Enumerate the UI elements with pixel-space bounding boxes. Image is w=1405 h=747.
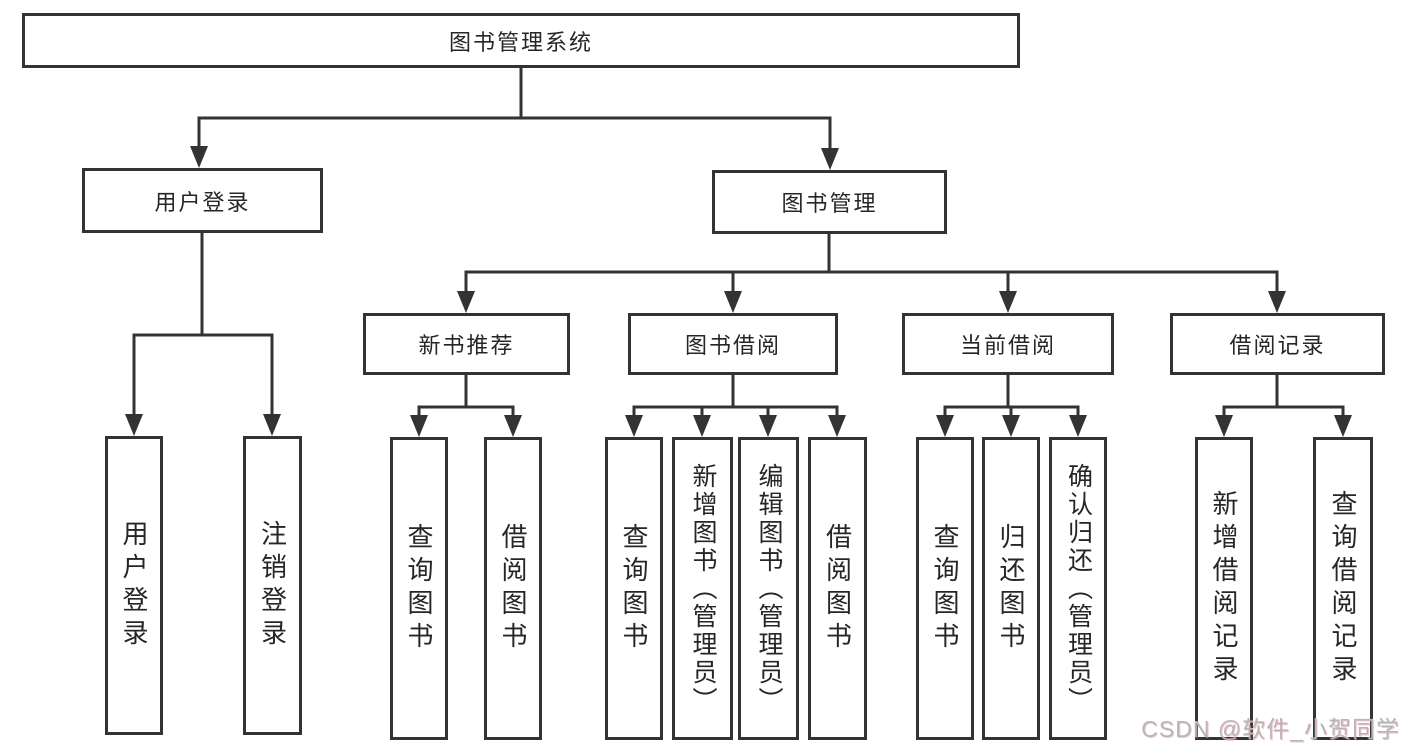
node-root-label: 图书管理系统 bbox=[448, 29, 593, 55]
connector-user-login bbox=[132, 231, 274, 418]
watermark: CSDN @软件_小贺同学 bbox=[1141, 716, 1400, 742]
connector-book-borrow bbox=[632, 373, 839, 419]
leaf-borrow-borrow-books: 借阅图书 bbox=[808, 437, 867, 740]
node-borrow-records: 借阅记录 bbox=[1170, 313, 1385, 375]
arrow-down-icon bbox=[1268, 291, 1286, 313]
leaf-borrow-query-books: 查询图书 bbox=[605, 437, 663, 740]
node-current-borrow-label: 当前借阅 bbox=[959, 333, 1056, 358]
leaf-newbook-query-books: 查询图书 bbox=[390, 437, 448, 740]
leaf-borrow-borrow-books-label: 借阅图书 bbox=[822, 522, 853, 655]
node-current-borrow: 当前借阅 bbox=[902, 313, 1114, 375]
leaf-current-confirm-return-admin-label: 确认归还（管理员） bbox=[1064, 462, 1093, 715]
leaf-records-query-record: 查询借阅记录 bbox=[1313, 437, 1373, 740]
leaf-newbook-borrow-books-label: 借阅图书 bbox=[498, 522, 528, 655]
leaf-current-query-books-label: 查询图书 bbox=[930, 522, 960, 655]
leaf-borrow-add-books-admin: 新增图书（管理员） bbox=[672, 437, 733, 740]
leaf-records-query-record-label: 查询借阅记录 bbox=[1328, 489, 1358, 688]
leaf-current-return-books-label: 归还图书 bbox=[996, 522, 1026, 655]
arrow-down-icon bbox=[190, 146, 208, 168]
leaf-current-query-books: 查询图书 bbox=[916, 437, 974, 740]
connector-root bbox=[197, 66, 832, 152]
arrow-down-icon bbox=[1069, 415, 1087, 437]
leaf-logout-label: 注销登录 bbox=[257, 519, 288, 652]
leaf-user-login: 用户登录 bbox=[105, 436, 163, 735]
leaf-records-add-record: 新增借阅记录 bbox=[1195, 437, 1253, 740]
leaf-current-return-books: 归还图书 bbox=[982, 437, 1040, 740]
node-user-login: 用户登录 bbox=[82, 168, 323, 233]
node-book-borrow: 图书借阅 bbox=[628, 313, 838, 375]
arrow-down-icon bbox=[999, 291, 1017, 313]
arrowhead-icons bbox=[125, 146, 1352, 437]
arrow-down-icon bbox=[936, 415, 954, 437]
node-borrow-records-label: 借阅记录 bbox=[1229, 333, 1326, 358]
connector-new-book bbox=[417, 373, 515, 419]
arrow-down-icon bbox=[263, 414, 281, 436]
arrow-down-icon bbox=[457, 291, 475, 313]
node-user-login-label: 用户登录 bbox=[154, 189, 251, 215]
leaf-records-add-record-label: 新增借阅记录 bbox=[1209, 489, 1239, 688]
arrow-down-icon bbox=[1002, 415, 1020, 437]
leaf-newbook-borrow-books: 借阅图书 bbox=[484, 437, 542, 740]
connector-book-management bbox=[464, 232, 1279, 295]
arrow-down-icon bbox=[693, 415, 711, 437]
node-book-borrow-label: 图书借阅 bbox=[684, 333, 781, 358]
connector-borrow-records bbox=[1222, 373, 1345, 419]
node-new-book-recommend-label: 新书推荐 bbox=[418, 333, 515, 358]
arrow-down-icon bbox=[625, 415, 643, 437]
arrow-down-icon bbox=[504, 415, 522, 437]
arrow-down-icon bbox=[759, 415, 777, 437]
arrow-down-icon bbox=[724, 291, 742, 313]
connector-current-borrow bbox=[943, 373, 1080, 419]
node-book-management-label: 图书管理 bbox=[781, 191, 878, 216]
node-book-management: 图书管理 bbox=[712, 170, 947, 234]
leaf-borrow-edit-books-admin: 编辑图书（管理员） bbox=[738, 437, 799, 740]
leaf-borrow-add-books-admin-label: 新增图书（管理员） bbox=[689, 462, 717, 715]
node-root: 图书管理系统 bbox=[22, 13, 1020, 68]
arrow-down-icon bbox=[821, 148, 839, 170]
leaf-user-login-label: 用户登录 bbox=[119, 519, 149, 652]
arrow-down-icon bbox=[1215, 415, 1233, 437]
arrow-down-icon bbox=[828, 415, 846, 437]
arrow-down-icon bbox=[1334, 415, 1352, 437]
arrow-down-icon bbox=[125, 414, 143, 436]
leaf-current-confirm-return-admin: 确认归还（管理员） bbox=[1049, 437, 1107, 740]
arrow-down-icon bbox=[410, 415, 428, 437]
leaf-newbook-query-books-label: 查询图书 bbox=[404, 522, 434, 655]
node-new-book-recommend: 新书推荐 bbox=[363, 313, 570, 375]
leaf-borrow-edit-books-admin-label: 编辑图书（管理员） bbox=[755, 462, 783, 715]
leaf-borrow-query-books-label: 查询图书 bbox=[619, 522, 649, 655]
leaf-logout: 注销登录 bbox=[243, 436, 302, 735]
